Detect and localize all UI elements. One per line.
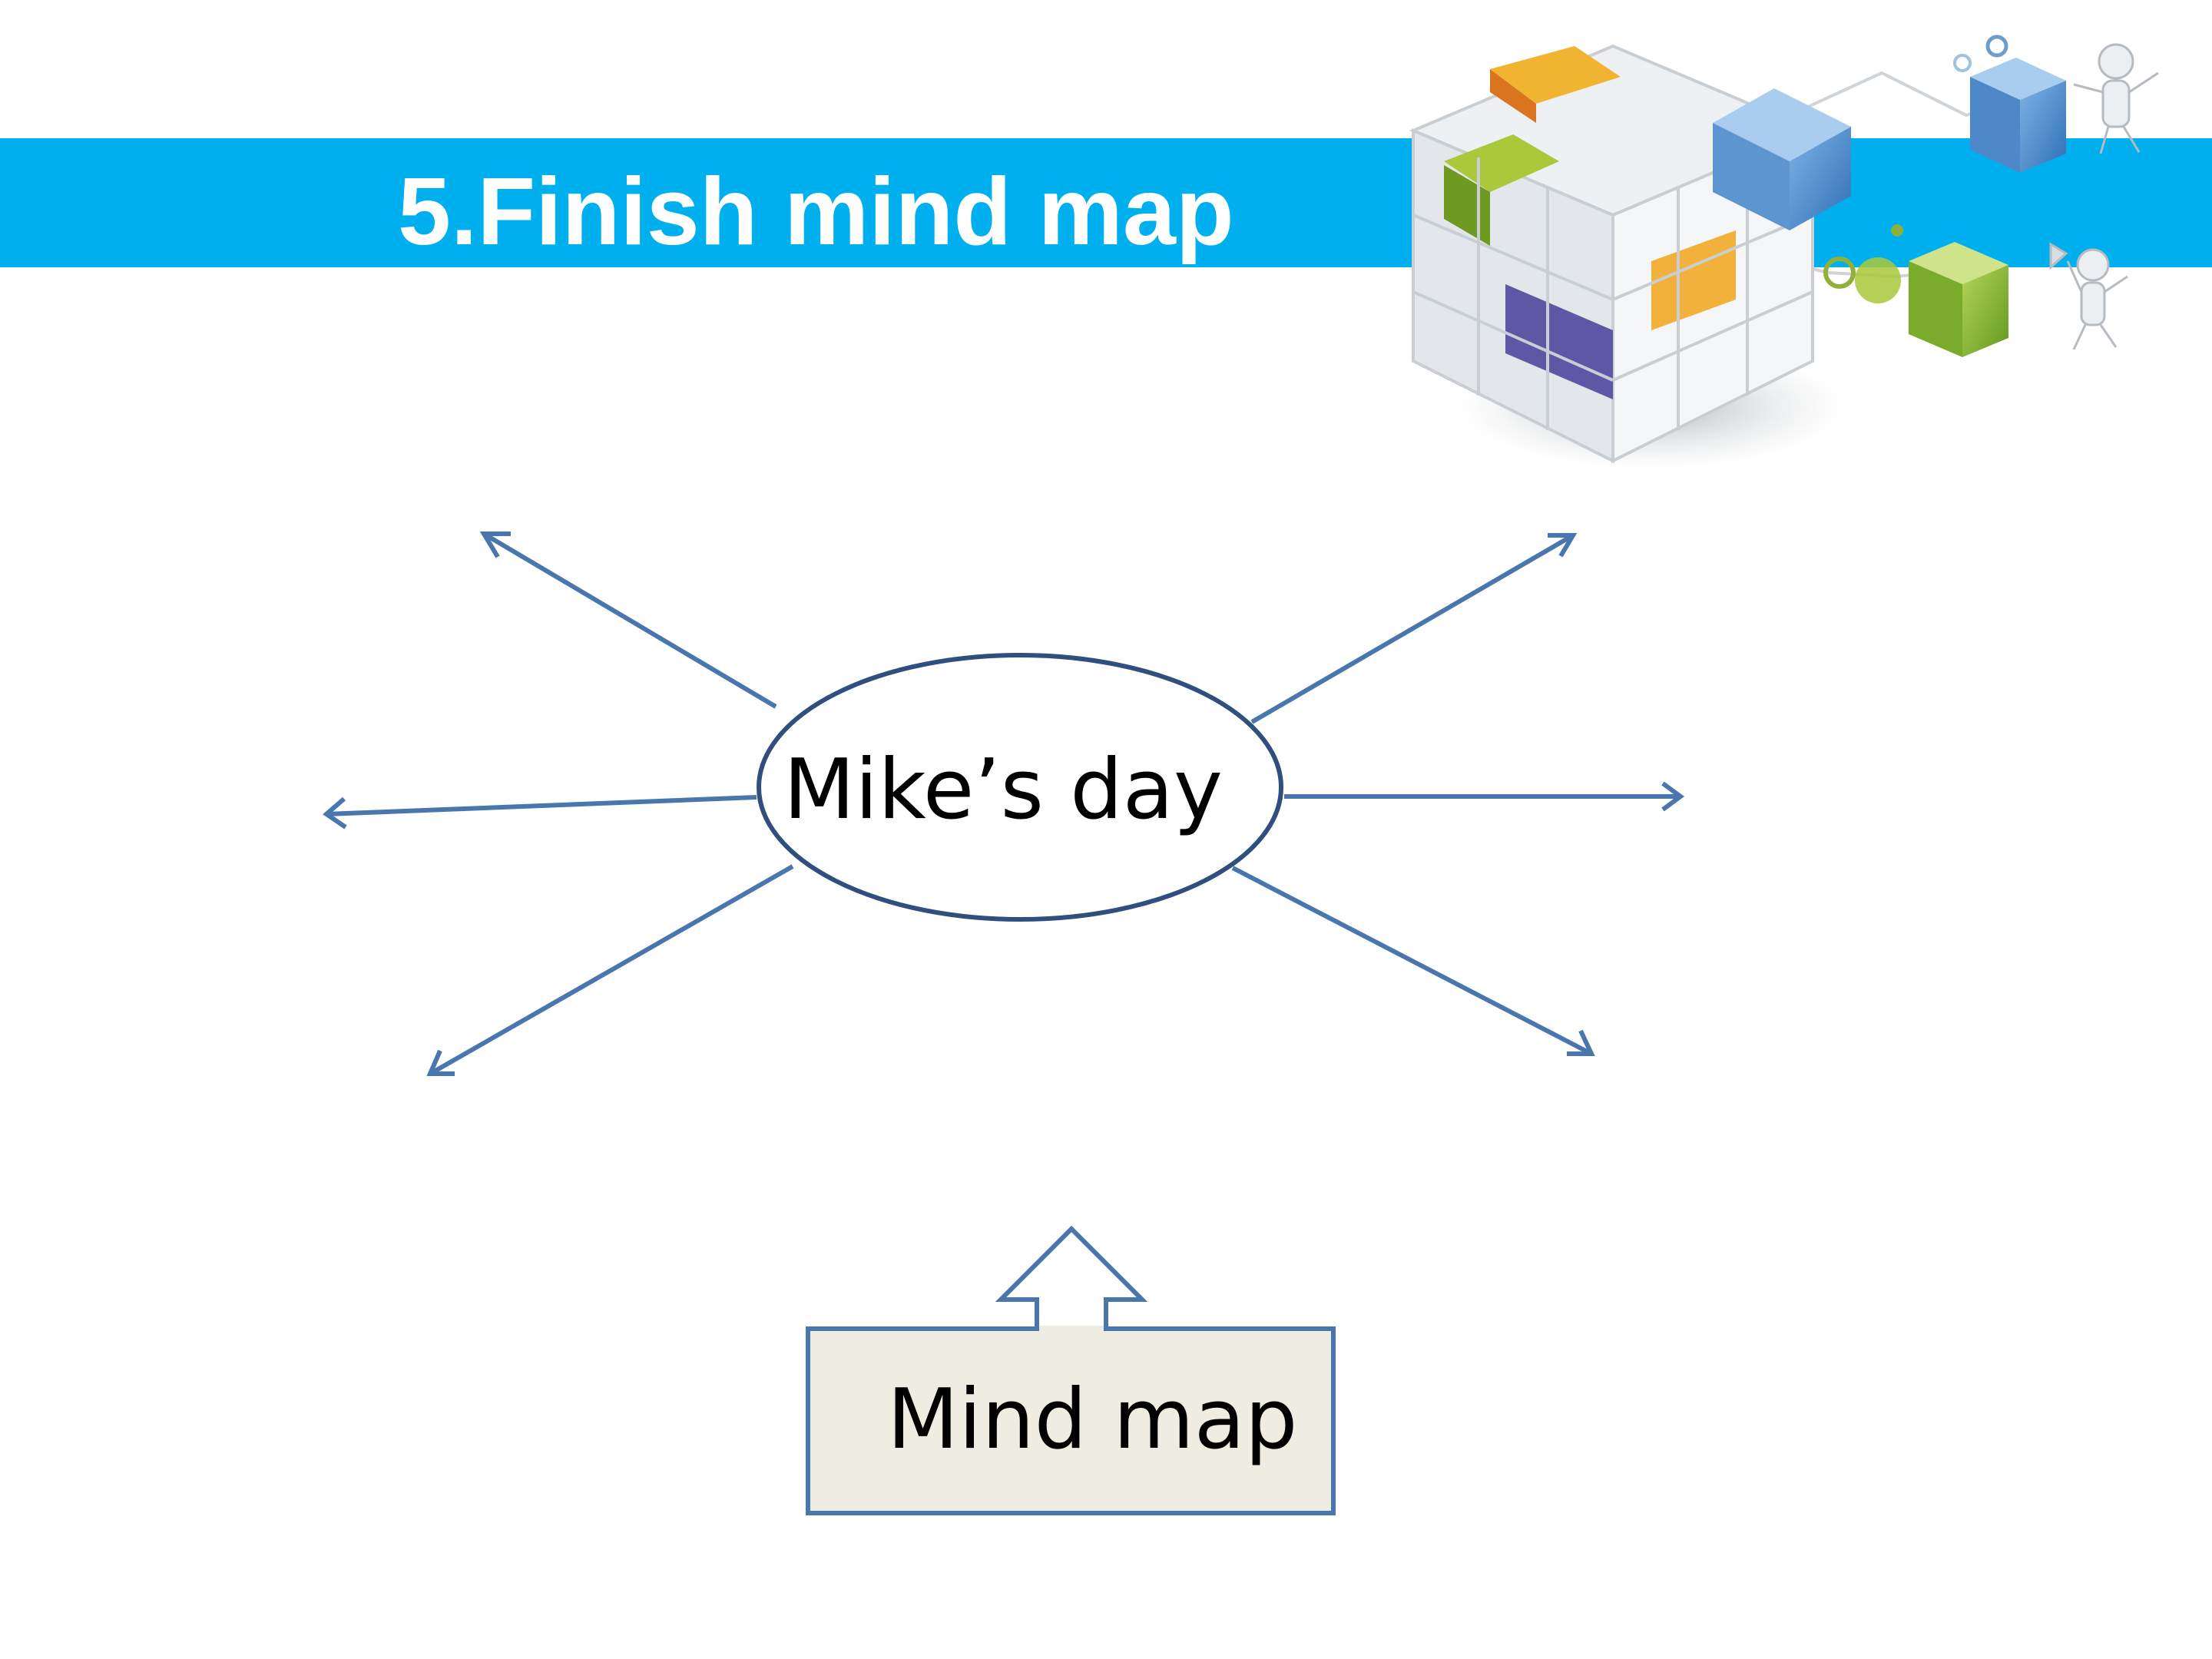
center-node: Mike’s day	[757, 653, 1283, 922]
cube-sticker-orange-side	[1490, 69, 1536, 123]
rubiks-cube-icon	[1409, 35, 2159, 469]
title-banner: 5.Finish mind map	[0, 138, 2212, 267]
center-label: Mike’s day	[783, 742, 1223, 838]
bubble-decoration	[1891, 224, 1903, 237]
branch-arrow-right	[1284, 781, 1685, 812]
center-ellipse	[757, 653, 1283, 922]
mind-map-callout: Mind map	[806, 1225, 1336, 1515]
bubble-decoration	[1823, 257, 1856, 289]
cube-grid-line	[1412, 214, 1614, 301]
bubble-decoration	[1953, 54, 1972, 72]
cube-sticker-green	[1444, 134, 1559, 192]
blue-cube-piece	[1713, 88, 1851, 230]
branch-arrow-lower-left	[426, 864, 794, 1076]
callout-box	[806, 1326, 1336, 1515]
small-blue-cube-icon	[1970, 58, 2066, 173]
branch-arrow-lower-right	[1231, 866, 1595, 1056]
callout-seam	[1039, 1326, 1104, 1332]
stick-figure-megaphone-icon	[2049, 242, 2128, 350]
up-arrow-icon	[995, 1225, 1148, 1331]
bubble-decoration	[1985, 35, 2008, 58]
cube-sticker-purple	[1505, 284, 1613, 399]
callout-label: Mind map	[887, 1372, 1297, 1468]
slide-title: 5.Finish mind map	[398, 159, 1234, 265]
stick-figure-icon	[2073, 43, 2159, 154]
small-green-cube-icon	[1909, 242, 2008, 357]
cube-sticker-orange	[1490, 46, 1621, 104]
mind-map	[323, 531, 1685, 1076]
cube-grid-line	[1412, 290, 1614, 382]
branch-arrow-upper-left	[479, 531, 777, 709]
branch-arrow-left	[323, 795, 757, 830]
branch-arrow-upper-right	[1250, 533, 1578, 724]
cube-grid-line	[1612, 214, 1813, 301]
cube-grid-line	[1612, 290, 1813, 382]
bubble-decoration	[1855, 257, 1901, 303]
